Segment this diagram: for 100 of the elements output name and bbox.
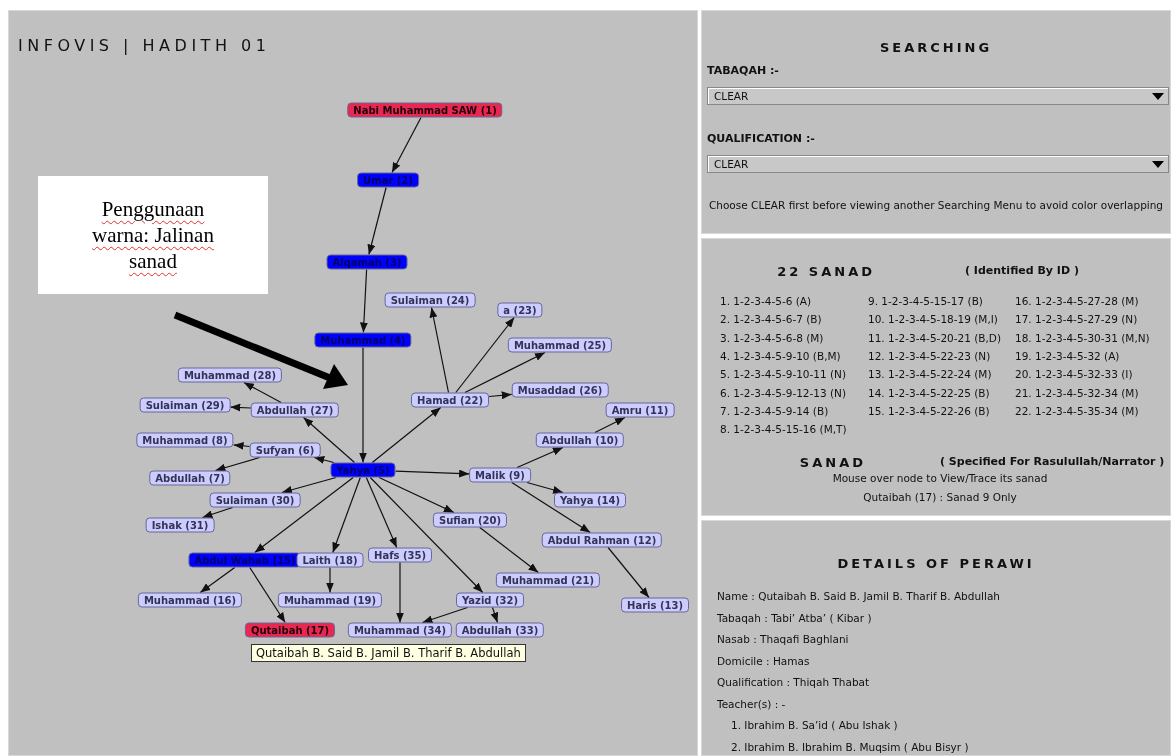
dropdown-select: CLEAR [707,87,1169,105]
narrator-node: Amru (11) [605,402,675,418]
arrow [233,441,251,450]
arrow [326,566,334,594]
narrator-node: Yazid (32) [456,592,524,608]
arrow [371,406,442,464]
arrow [516,446,564,469]
narrator-node: Ishak (31) [145,517,215,533]
narrator-node: Musaddad (26) [511,382,609,398]
detail-line: 1. Ibrahim B. Sa’id ( Abu Ishak ) [731,719,898,731]
arrow [396,561,404,624]
detail-line: Teacher(s) : - [717,697,786,710]
arrow [394,469,470,478]
panel-subheading: ( Specified For Rasulullah/Narrator ) [940,455,1165,468]
sanad-item: 9. 1-2-3-4-5-15-17 (B) [868,295,983,307]
narrator-node: Muhammad (19) [277,592,383,608]
narrator-node: Laith (18) [296,552,364,568]
narrator-node: Abdul Rahman (12) [541,532,663,548]
arrow [479,526,539,574]
narrator-node: Sulaiman (29) [139,397,231,413]
dropdown-select: CLEAR [707,155,1169,173]
arrow [249,566,286,624]
arrow [607,546,650,599]
arrow [455,316,515,394]
sanad-item: 1. 1-2-3-4-5-6 (A) [720,295,812,307]
narrator-node: Abdullah (7) [149,470,231,486]
panel-heading: DETAILS OF PERAWI [837,556,1035,571]
sanad-item: 7. 1-2-3-4-5-9-14 (B) [720,404,829,417]
narrator-node: Muhammad (28) [177,367,283,383]
sanad-item: 8. 1-2-3-4-5-15-16 (M,T) [720,423,847,436]
arrow [429,306,450,394]
narrator-node: Hamad (22) [411,392,489,408]
narrator-node: Haris (13) [621,597,689,613]
arrow [488,391,513,400]
sanad-item: 17. 1-2-3-4-5-27-29 (N) [1015,313,1138,326]
narrator-node: Muhammad (21) [495,572,601,588]
arrow [464,351,546,394]
arrow [367,186,387,256]
sanad-item: 11. 1-2-3-4-5-20-21 (B,D) [868,331,1002,344]
narrator-node: Sulaiman (24) [384,292,476,308]
arrow [313,456,335,464]
narrator-node: Qutaibah (17) [244,622,336,638]
arrow [391,116,422,174]
narrator-node: Sufyan (6) [249,442,321,458]
narrator-node: Muhammad (8) [136,432,234,448]
page-title: INFOVIS | HADITH 01 [18,36,271,55]
annotation-box [38,176,268,294]
sanad-item: 22. 1-2-3-4-5-35-34 (M) [1015,404,1139,417]
sanad-item: 15. 1-2-3-4-5-22-26 (B) [868,404,990,417]
narrator-node: Alqamah (3) [326,254,408,270]
narrator-node: Muhammad (25) [507,337,613,353]
hint-text: Choose CLEAR first before viewing another Searching Menu to avoid color overlapping [708,199,1164,211]
narrator-node: Hafs (35) [368,547,432,563]
arrow [281,476,337,494]
detail-line: Domicile : Hamas [717,654,810,667]
sanad-item: 21. 1-2-3-4-5-32-34 (M) [1015,386,1139,399]
arrow [302,416,356,464]
sanad-item: 18. 1-2-3-4-5-30-31 (M,N) [1015,331,1150,344]
arrow [511,481,591,534]
arrow [421,606,469,624]
arrow [214,456,261,472]
sanad-item: 5. 1-2-3-4-5-9-10-11 (N) [720,368,847,381]
narrator-node: Nabi Muhammad SAW (1) [347,102,503,118]
detail-line: Nasab : Thaqafi Baghlani [717,633,849,645]
sanad-item: 6. 1-2-3-4-5-9-12-13 (N) [720,386,847,399]
panel-heading: SEARCHING [879,40,993,55]
annotation-text: Penggunaan warna: Jalinan sanad [91,195,215,275]
field-label: TABAQAH :- [707,64,779,77]
detail-line: Tabaqah : Tabi’ Atba’ ( Kibar ) [717,611,872,624]
sanad-item: 10. 1-2-3-4-5-18-19 (M,I) [868,313,998,326]
detail-line: 2. Ibrahim B. Ibrahim B. Muqsim ( Abu Bisyr ) [731,740,969,753]
narrator-node: Sulaiman (30) [209,492,301,508]
sanad-item: 4. 1-2-3-4-5-9-10 (B,M) [720,349,841,362]
panel-subheading: ( Identified By ID ) [965,264,1079,277]
narrator-node: Yahya (14) [554,492,626,508]
arrow [369,476,484,594]
arrow [359,268,368,334]
detail-line: Name : Qutaibah B. Said B. Jamil B. Tharif B. Abdullah [717,590,1000,602]
arrow [490,606,499,624]
arrow [332,476,361,554]
arrow [254,476,354,554]
sanad-item: 19. 1-2-3-4-5-32 (A) [1015,349,1120,362]
sanad-item: 16. 1-2-3-4-5-27-28 (M) [1015,295,1139,307]
field-label: QUALIFICATION :- [707,132,815,145]
arrow [359,346,367,464]
narrator-node: Muhammad (4) [314,332,412,348]
narrator-node: Muhammad (16) [137,592,243,608]
detail-line: Qualification : Thiqah Thabat [717,676,870,688]
arrow [199,566,236,594]
panel-heading: 22 SANAD [777,264,875,279]
narrator-node: Yahya (5) [330,462,396,478]
narrator-node: a (23) [497,302,543,318]
arrow [526,481,564,494]
narrator-node: Abdullah (33) [455,622,545,638]
narrator-node: Abdullah (27) [250,402,340,418]
arrow [378,476,455,514]
arrow [594,416,626,434]
narrator-node: Umar (2) [357,172,419,188]
arrow [229,403,252,412]
panel-heading: SANAD [799,455,866,470]
